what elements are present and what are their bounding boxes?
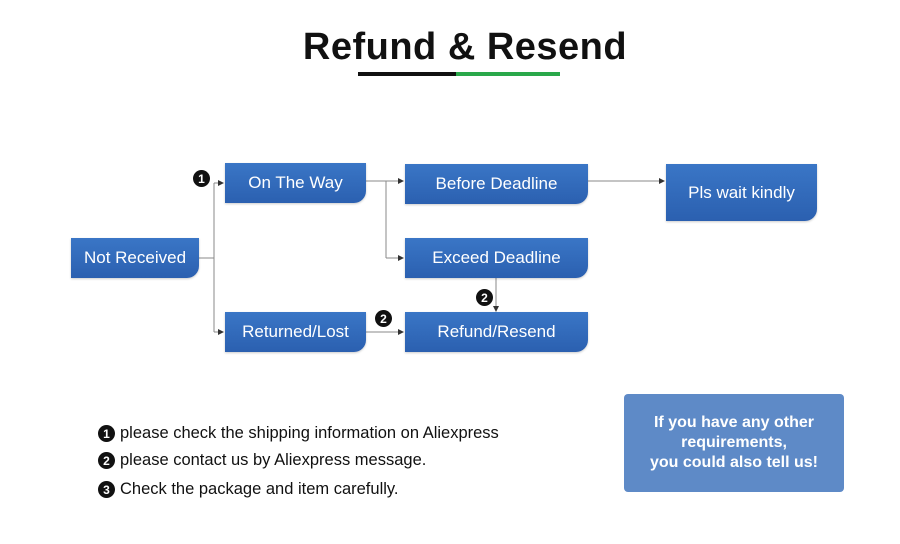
- box-on-the-way: On The Way: [225, 163, 366, 203]
- note-2-text: please contact us by Aliexpress message.: [120, 451, 427, 469]
- note-2-number: 2: [98, 452, 115, 469]
- title-underline-black: [358, 72, 456, 76]
- callout-line-3: you could also tell us!: [649, 454, 819, 471]
- contact-callout-box: If you have any other requirements, you …: [624, 394, 844, 492]
- note-3-text: Check the package and item carefully.: [120, 480, 399, 498]
- note-3: 3 Check the package and item carefully.: [98, 480, 399, 499]
- note-3-number: 3: [98, 481, 115, 498]
- box-refund-resend: Refund/Resend: [405, 312, 588, 352]
- box-returned-lost: Returned/Lost: [225, 312, 366, 352]
- page-title: Refund & Resend: [302, 26, 628, 68]
- step-marker-1: 1: [193, 170, 210, 187]
- step-marker-2-returned: 2: [375, 310, 392, 327]
- note-1-text: please check the shipping information on…: [120, 424, 499, 442]
- box-pls-wait-kindly: Pls wait kindly: [666, 164, 817, 221]
- callout-line-1: If you have any other: [653, 414, 815, 431]
- step-marker-2-exceed: 2: [476, 289, 493, 306]
- note-1: 1 please check the shipping information …: [98, 424, 499, 443]
- box-exceed-deadline: Exceed Deadline: [405, 238, 588, 278]
- note-2: 2 please contact us by Aliexpress messag…: [98, 451, 426, 470]
- box-not-received: Not Received: [71, 238, 199, 278]
- box-before-deadline: Before Deadline: [405, 164, 588, 204]
- title-underline-green: [456, 72, 560, 76]
- callout-line-2: requirements,: [681, 434, 787, 451]
- note-1-number: 1: [98, 425, 115, 442]
